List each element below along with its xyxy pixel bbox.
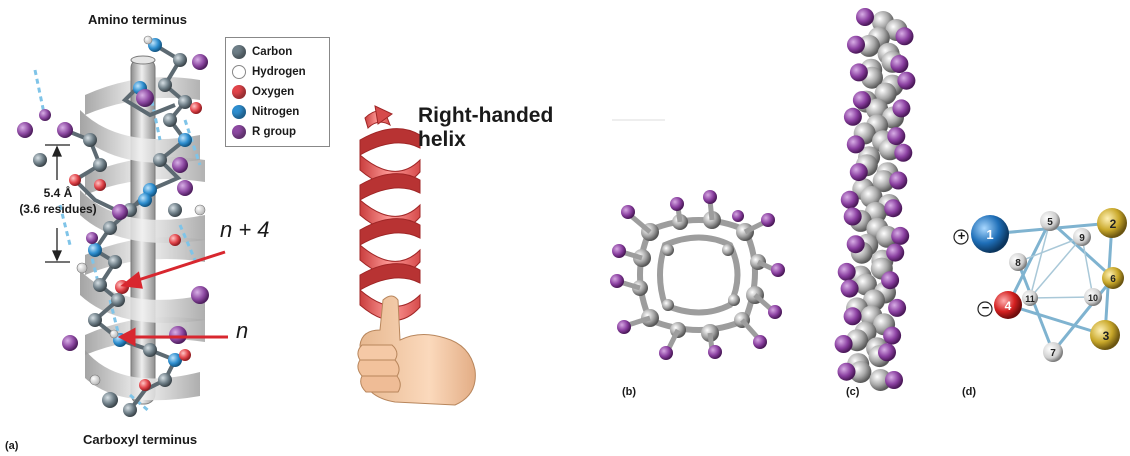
plus-charge-icon: + xyxy=(956,228,967,244)
residue-11-label: 11 xyxy=(1025,294,1035,304)
residue-1-label: 1 xyxy=(986,227,993,242)
residue-4-label: 4 xyxy=(1005,299,1012,313)
residue-2-label: 2 xyxy=(1110,217,1117,231)
residue-10-label: 10 xyxy=(1088,293,1098,303)
residue-9-label: 9 xyxy=(1079,233,1085,244)
residue-5-label: 5 xyxy=(1047,217,1053,228)
minus-charge-icon: − xyxy=(980,300,991,316)
residue-7-label: 7 xyxy=(1050,348,1056,359)
residue-8-label: 8 xyxy=(1015,258,1021,269)
residue-6-label: 6 xyxy=(1110,274,1116,285)
panel-d-label: (d) xyxy=(962,386,976,398)
residue-3-label: 3 xyxy=(1103,329,1110,343)
